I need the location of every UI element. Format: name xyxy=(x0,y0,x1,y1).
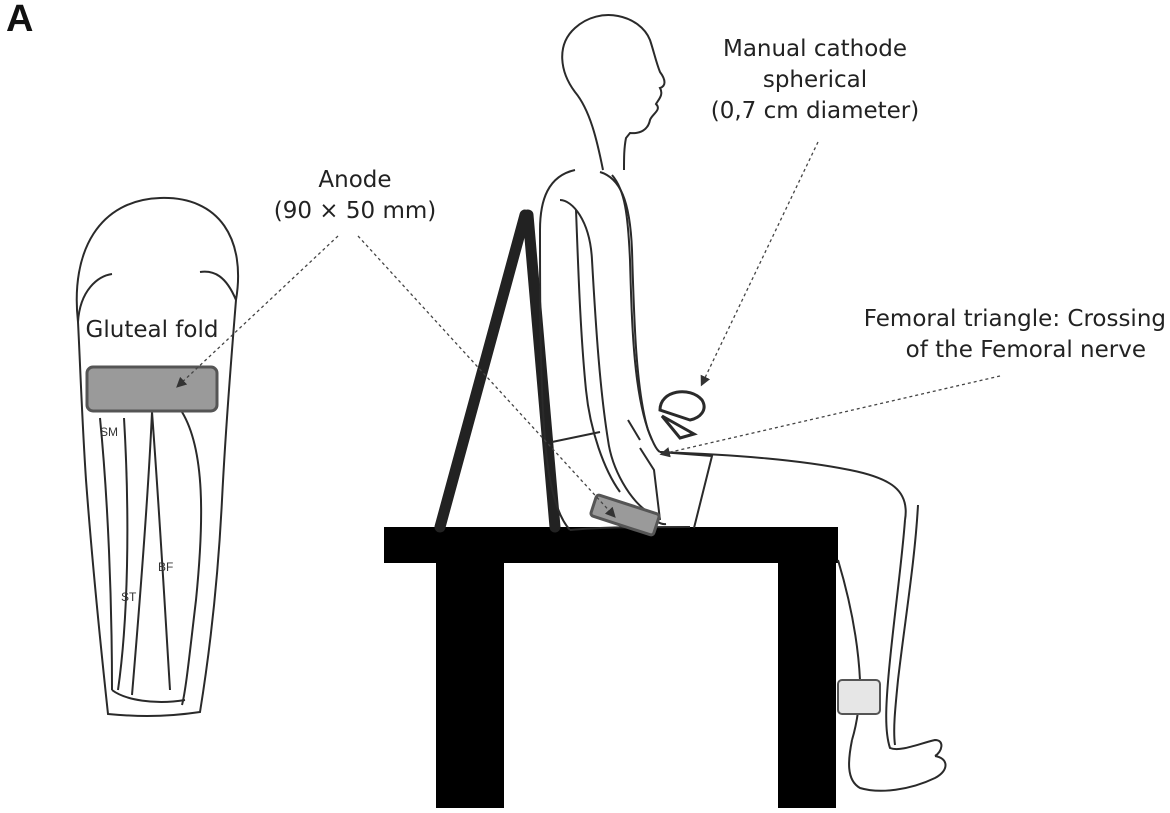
table-leg-left xyxy=(436,560,504,808)
arm xyxy=(560,200,666,524)
seated-person xyxy=(540,15,946,791)
femoral-arrow xyxy=(662,376,1000,454)
bf-muscle-line xyxy=(182,412,201,705)
foot xyxy=(849,740,945,791)
panel-label: A xyxy=(6,0,33,41)
thigh-top xyxy=(660,452,906,520)
thigh-outline xyxy=(77,198,238,716)
table-top xyxy=(384,527,838,563)
gluteal-fold-label: Gluteal fold xyxy=(72,315,232,346)
table-leg-right xyxy=(778,560,836,808)
cathode-arrow xyxy=(702,142,818,384)
sm-muscle-line xyxy=(100,418,127,690)
femoral-label: Femoral triangle: Crossing of the Femora… xyxy=(840,304,1166,366)
ankle-pad xyxy=(838,680,880,714)
manual-cathode xyxy=(660,392,704,438)
lower-convergence xyxy=(112,690,185,702)
chest xyxy=(600,172,660,452)
shin-inner xyxy=(894,505,918,745)
posterior-thigh-drawing xyxy=(77,198,238,716)
anode-label-line-2: (90 × 50 mm) xyxy=(255,196,455,227)
st-muscle-line xyxy=(132,412,170,695)
muscle-label-bf: BF xyxy=(158,560,173,574)
muscle-label-sm: SM xyxy=(100,425,118,439)
table xyxy=(384,527,838,808)
cathode-label: Manual cathode spherical (0,7 cm diamete… xyxy=(690,34,940,127)
cathode-label-line-2: spherical xyxy=(690,65,940,96)
muscle-label-st: ST xyxy=(121,590,136,604)
cathode-label-line-1: Manual cathode xyxy=(690,34,940,65)
gluteal-electrode xyxy=(87,367,217,411)
head xyxy=(562,15,664,170)
cathode-label-line-3: (0,7 cm diameter) xyxy=(690,96,940,127)
anode-label-line-1: Anode xyxy=(255,165,455,196)
shorts xyxy=(660,452,712,528)
chair-frame xyxy=(440,215,555,527)
anode-arrow-gluteal xyxy=(178,236,338,386)
torso-front xyxy=(612,175,652,440)
femoral-label-line-1: Femoral triangle: Crossing xyxy=(840,304,1166,335)
femoral-label-line-2: of the Femoral nerve xyxy=(840,335,1166,366)
anode-label: Anode (90 × 50 mm) xyxy=(255,165,455,227)
